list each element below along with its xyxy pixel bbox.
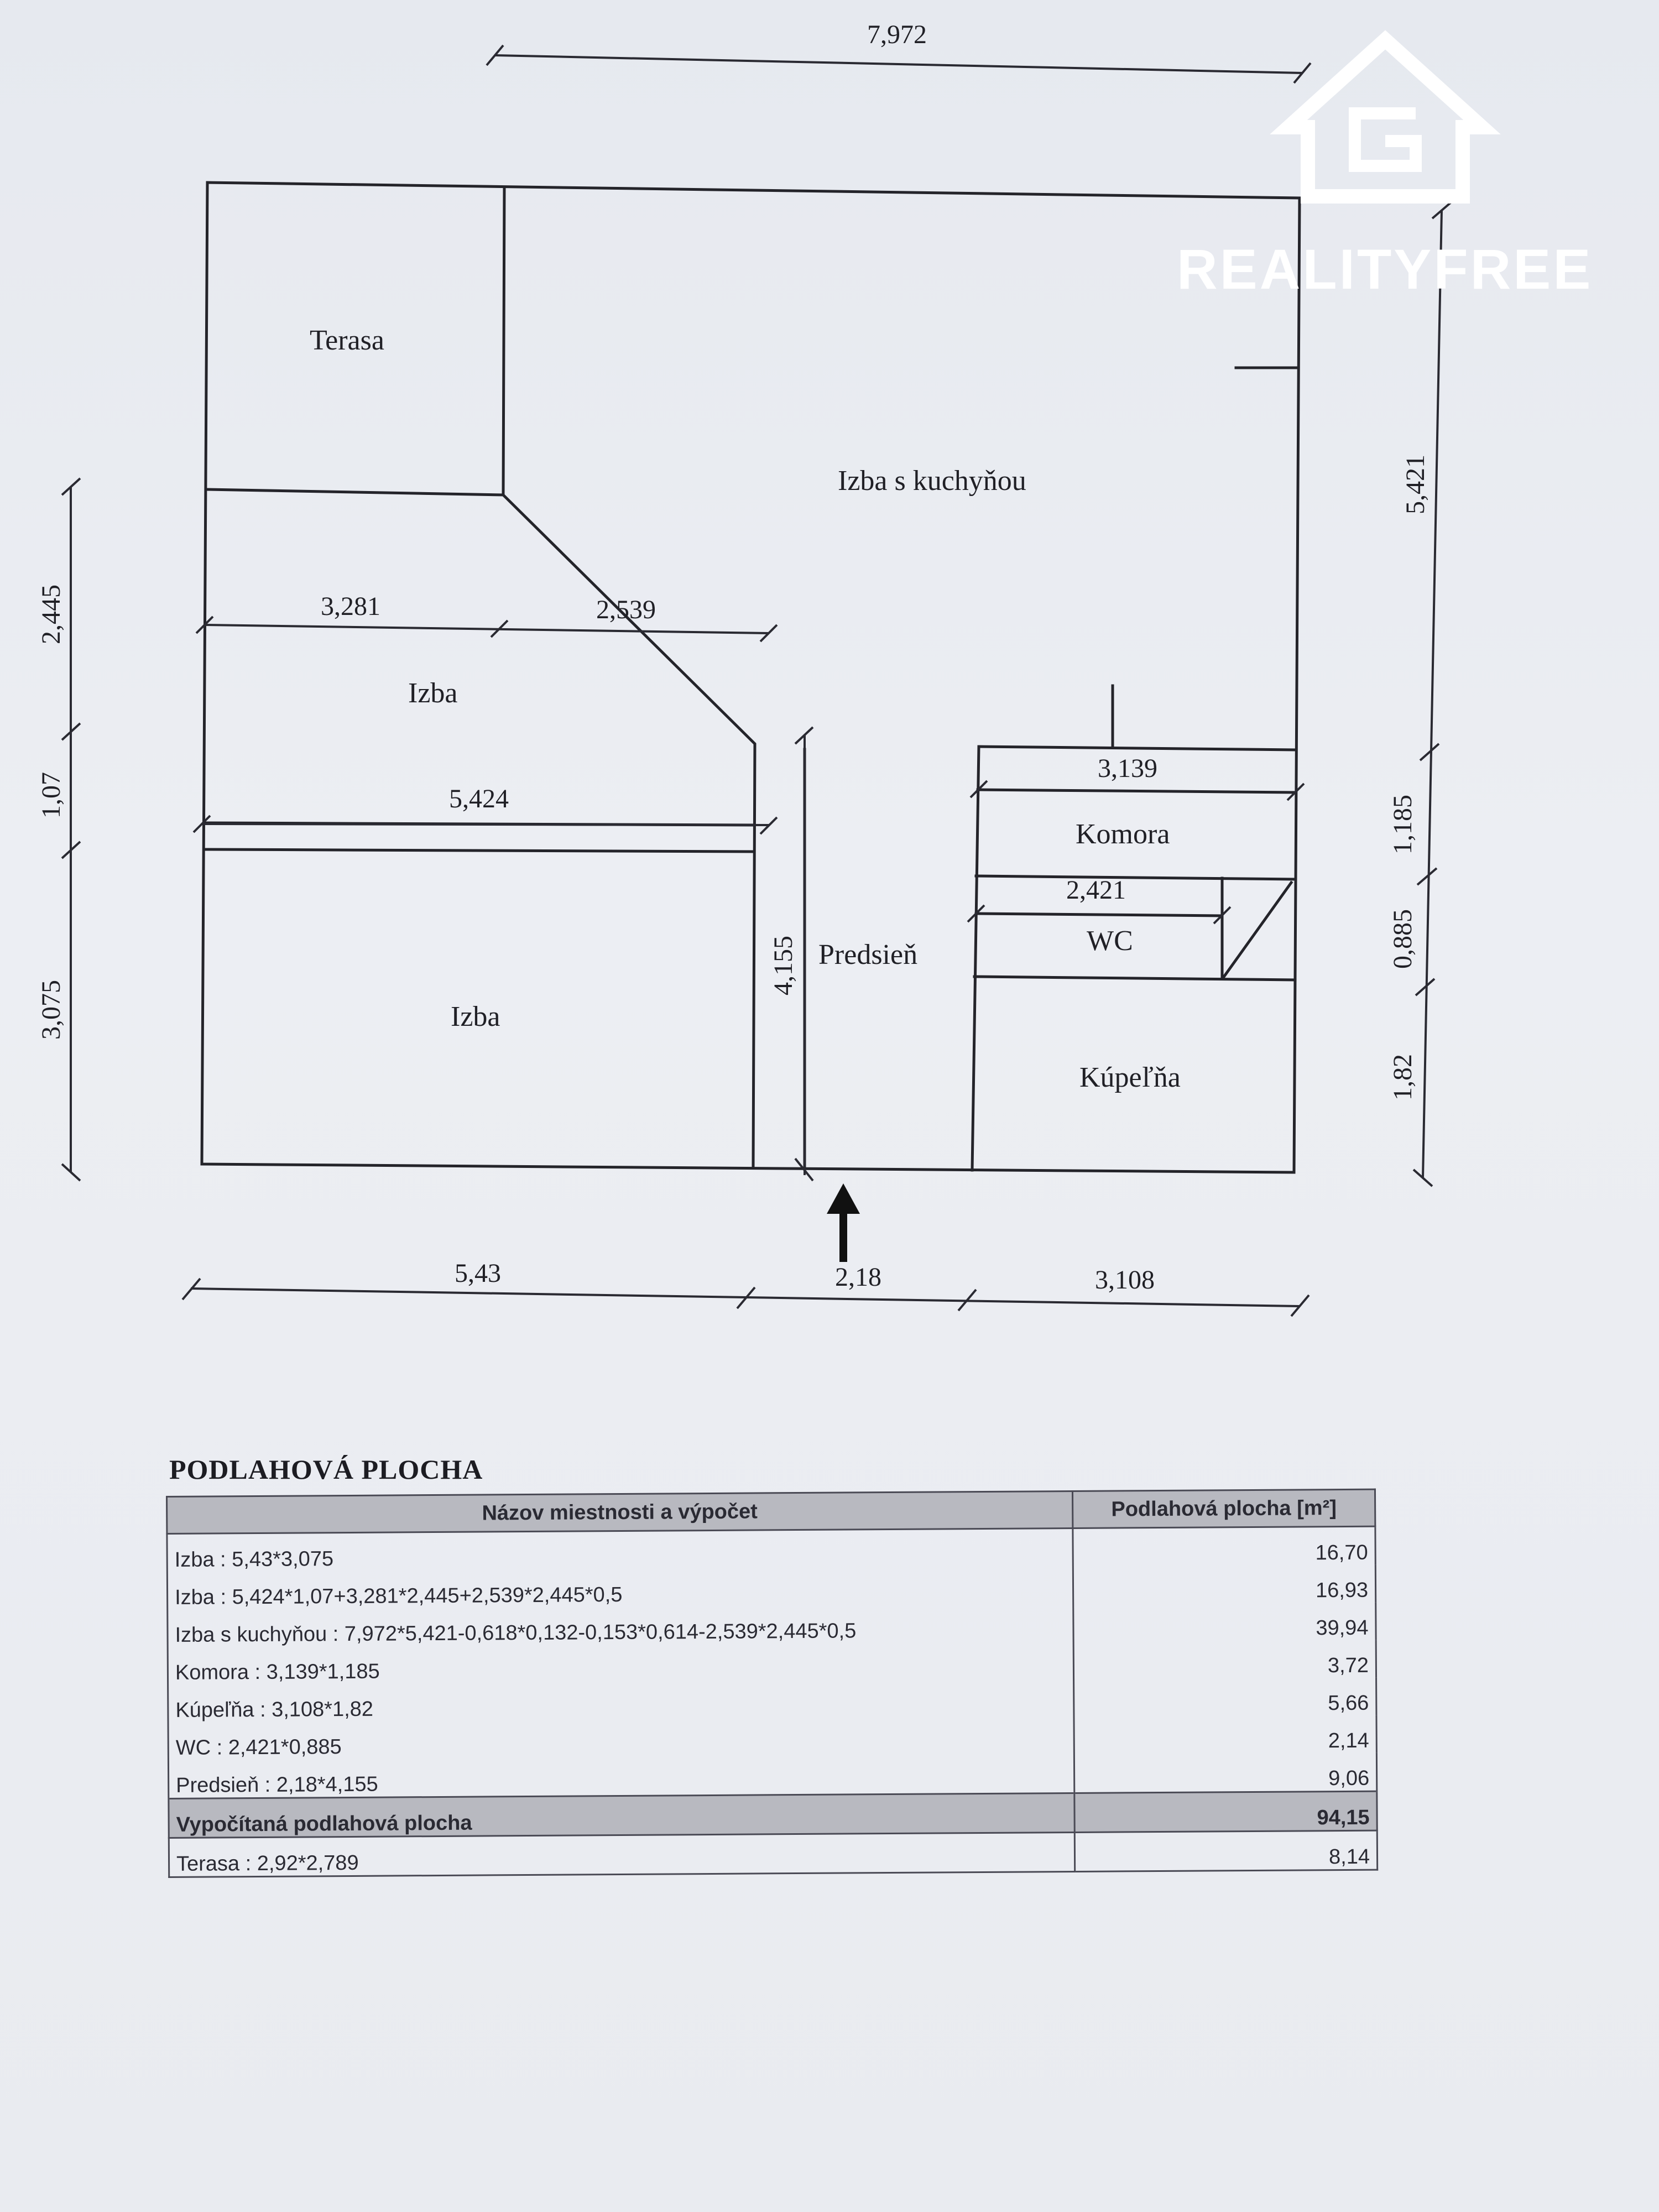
dim-tick (1412, 1168, 1433, 1187)
dim-label-right-upper: 5,421 (1401, 455, 1430, 514)
room-label-predsien: Predsieň (818, 939, 917, 971)
room-label-izba-bottom: Izba (451, 1001, 500, 1032)
dim-line-izba-a (204, 624, 769, 634)
dim-line-top (494, 54, 1303, 74)
room-label-komora: Komora (1076, 818, 1170, 850)
dim-tick (957, 1288, 977, 1312)
dim-label-bottom-left: 5,43 (455, 1259, 501, 1288)
dim-line-right (1422, 210, 1443, 1178)
dim-tick (794, 1157, 814, 1182)
entry-arrow (827, 1183, 860, 1262)
dim-label-top: 7,972 (867, 20, 927, 49)
table-sum-label: Vypočítaná podlahová plocha (168, 1793, 1075, 1838)
komora-dim-wall (976, 788, 1297, 794)
room-label-izba-kuchyna: Izba s kuchyňou (838, 465, 1026, 497)
dim-tick (195, 615, 214, 634)
table-cell-room: Izba : 5,43*3,075 (166, 1528, 1073, 1572)
dim-tick (759, 816, 778, 835)
wc-top-wall (974, 874, 1297, 881)
dim-label-komora: 3,139 (1098, 754, 1157, 783)
table-cell-area: 39,94 (1073, 1602, 1376, 1642)
area-table: Názov miestnosti a výpočet Podlahová plo… (166, 1489, 1378, 1878)
komora-wall (977, 745, 1297, 752)
dim-label-right-komora: 1,185 (1388, 795, 1417, 854)
dim-tick (1415, 978, 1436, 997)
komora-wall-left (971, 745, 980, 1172)
dim-tick (61, 1163, 81, 1182)
table-cell-area: 16,70 (1072, 1526, 1376, 1567)
table-cell-area: 5,66 (1073, 1677, 1376, 1717)
dim-label-bottom-middle: 2,18 (835, 1262, 881, 1292)
realityfree-logo: REALITYFREE (1177, 30, 1593, 301)
dim-tick (1290, 1294, 1310, 1317)
dim-tick (486, 44, 504, 66)
dim-tick (192, 815, 211, 833)
dim-label-bottom-right: 3,108 (1095, 1265, 1155, 1295)
room-label-terasa: Terasa (310, 325, 384, 356)
table-cell-room: Izba s kuchyňou : 7,972*5,421-0,618*0,13… (167, 1604, 1074, 1647)
table-cell-room: Komora : 3,139*1,185 (168, 1641, 1074, 1685)
house-icon (1270, 30, 1501, 204)
dim-tick (736, 1286, 756, 1310)
izba-wall-2 (203, 848, 755, 853)
dim-tick (61, 841, 81, 859)
table-cell-area: 8,14 (1074, 1830, 1378, 1872)
room-label-wc: WC (1087, 925, 1133, 957)
table-sum-value: 94,15 (1074, 1791, 1378, 1833)
dim-tick (61, 477, 81, 496)
table-cell-area: 9,06 (1074, 1752, 1377, 1793)
kupelna-top-wall (973, 975, 1297, 982)
room-label-kupelna: Kúpeľňa (1079, 1062, 1181, 1093)
outer-wall (200, 181, 1301, 1174)
wc-diagonal (1221, 880, 1293, 980)
wc-inner-wall (974, 912, 1224, 917)
table-cell-area: 2,14 (1073, 1715, 1377, 1755)
dim-tick (61, 722, 81, 741)
dim-tick (1416, 867, 1438, 886)
logo-text: REALITYFREE (1177, 238, 1593, 301)
dim-tick (1419, 743, 1440, 761)
area-table-title: PODLAHOVÁ PLOCHA (169, 1454, 483, 1485)
dim-tick (969, 780, 988, 799)
table-cell-room: Izba : 5,424*1,07+3,281*2,445+2,539*2,44… (167, 1566, 1073, 1610)
dim-tick (490, 619, 509, 638)
table-cell-room: Terasa : 2,92*2,789 (169, 1832, 1075, 1877)
dim-label-izba-a: 3,281 (321, 592, 380, 621)
table-cell-area: 3,72 (1073, 1640, 1376, 1679)
room-label-izba-top: Izba (408, 677, 457, 709)
diagonal-wall (501, 493, 757, 1167)
dim-label-left-upper: 2,445 (36, 585, 66, 644)
dim-tick (967, 904, 985, 923)
dim-label-izba-b: 2,539 (596, 595, 656, 624)
dim-label-wc: 2,421 (1066, 875, 1126, 905)
dim-label-left-lower: 3,075 (36, 980, 66, 1040)
dim-tick (181, 1277, 201, 1301)
dim-label-right-wc: 0,885 (1388, 909, 1417, 969)
dim-tick (794, 726, 814, 745)
dim-label-predsien: 4,155 (769, 936, 798, 995)
dim-tick (1293, 62, 1312, 84)
dim-tick (1213, 906, 1232, 925)
dim-line-izba-c (201, 823, 769, 826)
dim-label-izba-c: 5,424 (449, 784, 509, 813)
dim-tick (759, 624, 778, 643)
floor-plan: REALITYFREE Terasa Izba s kuchyňou Izba … (36, 20, 1593, 1317)
table-cell-room: WC : 2,421*0,885 (168, 1717, 1074, 1760)
dim-label-right-kupelna: 1,82 (1388, 1054, 1417, 1100)
dim-label-left-middle: 1,07 (36, 772, 66, 818)
table-cell-room: Predsieň : 2,18*4,155 (168, 1754, 1074, 1799)
dim-tick (1431, 201, 1453, 220)
table-header-area: Podlahová plocha [m²] (1072, 1489, 1375, 1528)
table-cell-area: 16,93 (1073, 1564, 1376, 1604)
dim-tick (1286, 782, 1305, 801)
table-header-room: Názov miestnosti a výpočet (166, 1491, 1073, 1534)
table-cell-room: Kúpeľňa : 3,108*1,82 (168, 1679, 1074, 1723)
